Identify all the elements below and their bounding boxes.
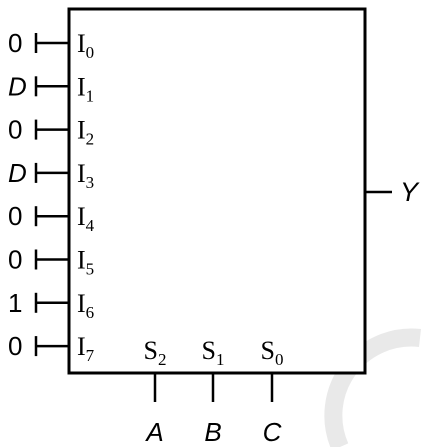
pin-name: S	[144, 336, 158, 365]
output-label: Y	[400, 177, 420, 207]
select-pin-label: S2	[144, 336, 167, 369]
select-pin-label: S0	[261, 336, 284, 369]
input-pin-label: I0	[77, 29, 94, 62]
input-value: 0	[8, 331, 22, 361]
pin-subscript: 2	[86, 130, 95, 149]
select-signal: B	[204, 417, 221, 447]
pin-name: I	[77, 202, 86, 231]
input-pin-label: I7	[77, 332, 95, 365]
input-value: 0	[8, 28, 22, 58]
pin-subscript: 5	[86, 260, 95, 279]
input-value: D	[8, 71, 27, 101]
pin-name: I	[77, 29, 86, 58]
input-pin-label: I5	[77, 246, 94, 279]
input-value: 0	[8, 115, 22, 145]
pin-name: I	[77, 332, 86, 361]
pin-subscript: 4	[86, 216, 95, 235]
pin-subscript: 0	[275, 350, 284, 369]
pin-name: I	[77, 116, 86, 145]
pin-subscript: 1	[216, 350, 225, 369]
input-pin-label: I4	[77, 202, 95, 235]
select-signal: A	[144, 417, 163, 447]
pin-subscript: 1	[86, 86, 95, 105]
pin-subscript: 3	[86, 173, 95, 192]
input-pin-label: I1	[77, 72, 94, 105]
pin-name: I	[77, 246, 86, 275]
pin-subscript: 0	[86, 43, 95, 62]
pin-subscript: 6	[86, 303, 95, 322]
pin-name: I	[77, 289, 86, 318]
mux-block	[67, 7, 367, 375]
pin-name: I	[77, 159, 86, 188]
pin-name: S	[202, 336, 216, 365]
input-pin-label: I2	[77, 116, 94, 149]
input-value: 0	[8, 201, 22, 231]
pin-subscript: 7	[86, 346, 95, 365]
input-value: 1	[8, 288, 22, 318]
select-signal: C	[263, 417, 282, 447]
input-pin-label: I3	[77, 159, 94, 192]
pin-subscript: 2	[158, 350, 167, 369]
select-pin-label: S1	[202, 336, 225, 369]
input-pin-label: I6	[77, 289, 94, 322]
input-value: D	[8, 158, 27, 188]
pin-name: S	[261, 336, 275, 365]
input-value: 0	[8, 245, 22, 275]
pin-name: I	[77, 72, 86, 101]
